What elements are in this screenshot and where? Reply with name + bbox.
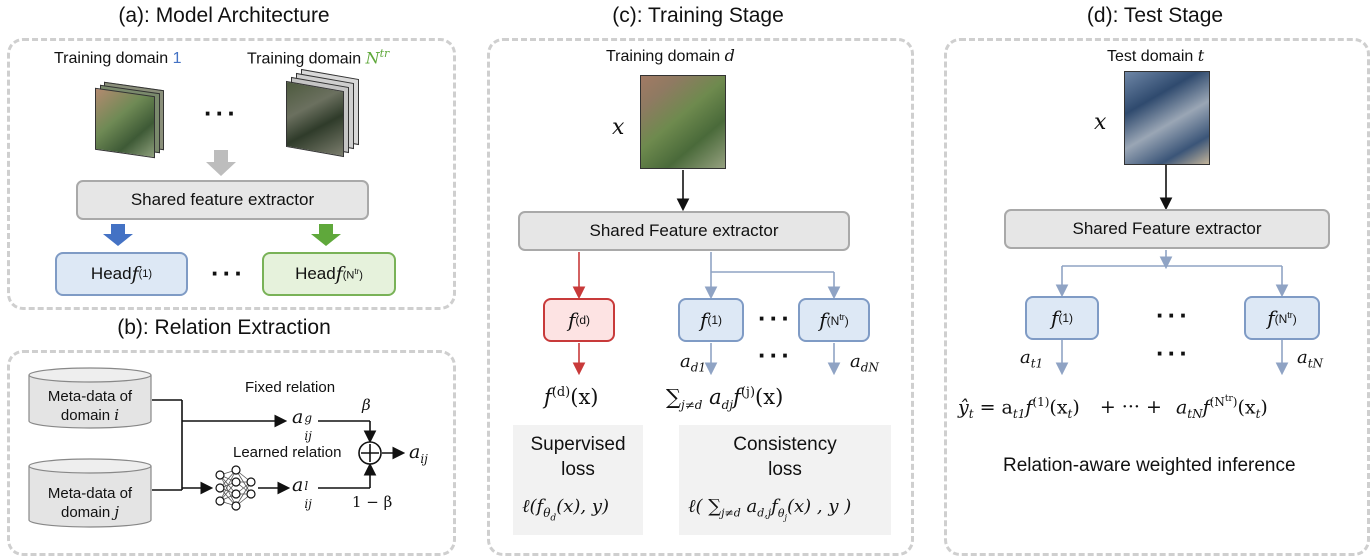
a-t1-label: at1 bbox=[1020, 347, 1044, 371]
supervised-loss-box bbox=[513, 425, 643, 535]
head-f-1-c: f(1) bbox=[678, 298, 744, 342]
input-x-d: x bbox=[1094, 110, 1107, 135]
test-domain-t-label: Test domain t bbox=[1107, 46, 1205, 65]
ellipsis-domains: ··· bbox=[204, 98, 239, 128]
meta-data-i-cylinder: Meta-data of domain i bbox=[28, 367, 152, 429]
consistency-loss-box bbox=[679, 425, 891, 535]
consistency-loss-formula: ℓ( ∑j≠d ad,jfθj(x) , y ) bbox=[688, 496, 852, 522]
shared-feature-extractor-a: Shared feature extractor bbox=[76, 180, 369, 220]
consistency-output: ∑j≠d adjf(j)(x) bbox=[666, 385, 784, 413]
panel-c-title: (c): Training Stage bbox=[612, 4, 784, 27]
ellipsis-heads: ··· bbox=[211, 258, 246, 288]
a-g-ij: a g ij bbox=[292, 406, 313, 443]
supervised-loss-label: Supervised loss bbox=[530, 434, 626, 480]
panel-a-frame bbox=[7, 38, 456, 310]
panel-c-frame bbox=[487, 38, 914, 556]
domain1-label: Training domain 1 bbox=[54, 50, 182, 67]
head-f-N-c: f(Ntr) bbox=[798, 298, 870, 342]
panel-a-title: (a): Model Architecture bbox=[118, 4, 330, 27]
domainN-label: Training domain Ntr bbox=[247, 47, 390, 68]
head-f-d: f(d) bbox=[543, 298, 615, 342]
learned-relation-label: Learned relation bbox=[233, 444, 342, 461]
head-f-N-d: f(Ntr) bbox=[1244, 296, 1320, 340]
panel-b-frame bbox=[7, 350, 456, 556]
fixed-relation-label: Fixed relation bbox=[245, 379, 336, 396]
ellipsis-heads-c: ··· bbox=[758, 303, 793, 333]
a-d1-label: ad1 bbox=[680, 351, 707, 375]
training-image bbox=[640, 75, 726, 169]
consistency-loss-label: Consistency loss bbox=[733, 434, 837, 480]
supervised-loss-formula: ℓ(fθd(x), y) bbox=[522, 496, 610, 523]
a-ij-output: aij bbox=[409, 441, 428, 466]
head-1: Head f(1) bbox=[55, 252, 188, 296]
one-minus-beta-label: 1 − β bbox=[352, 493, 393, 511]
ellipsis-weights-c: ··· bbox=[758, 340, 793, 370]
meta-data-j-cylinder: Meta-data of domain j bbox=[28, 458, 152, 528]
weighted-inference-equation: ŷt = at1f(1)(xt) + ··· + atNf(Ntr)(xt) bbox=[958, 394, 1268, 422]
head-N: Head f(Ntr) bbox=[262, 252, 396, 296]
supervised-output: f(d)(x) bbox=[544, 385, 599, 409]
shared-feature-extractor-d: Shared Feature extractor bbox=[1004, 209, 1330, 249]
head-f-1-d: f(1) bbox=[1025, 296, 1099, 340]
ellipsis-weights-d: ··· bbox=[1156, 338, 1191, 368]
relation-aware-caption: Relation-aware weighted inference bbox=[1003, 455, 1296, 476]
panel-d-frame bbox=[944, 38, 1370, 556]
shared-feature-extractor-c: Shared Feature extractor bbox=[518, 211, 850, 251]
panel-b-title: (b): Relation Extraction bbox=[117, 316, 331, 339]
test-image bbox=[1124, 71, 1210, 165]
input-x-c: x bbox=[612, 115, 625, 140]
beta-label: β bbox=[362, 396, 371, 414]
ellipsis-heads-d: ··· bbox=[1156, 300, 1191, 330]
a-l-ij: a l ij bbox=[292, 474, 312, 511]
a-dN-label: adN bbox=[850, 351, 879, 375]
panel-d-title: (d): Test Stage bbox=[1086, 4, 1224, 27]
a-tN-label: atN bbox=[1297, 347, 1324, 371]
training-domain-d-label: Training domain d bbox=[606, 46, 735, 65]
